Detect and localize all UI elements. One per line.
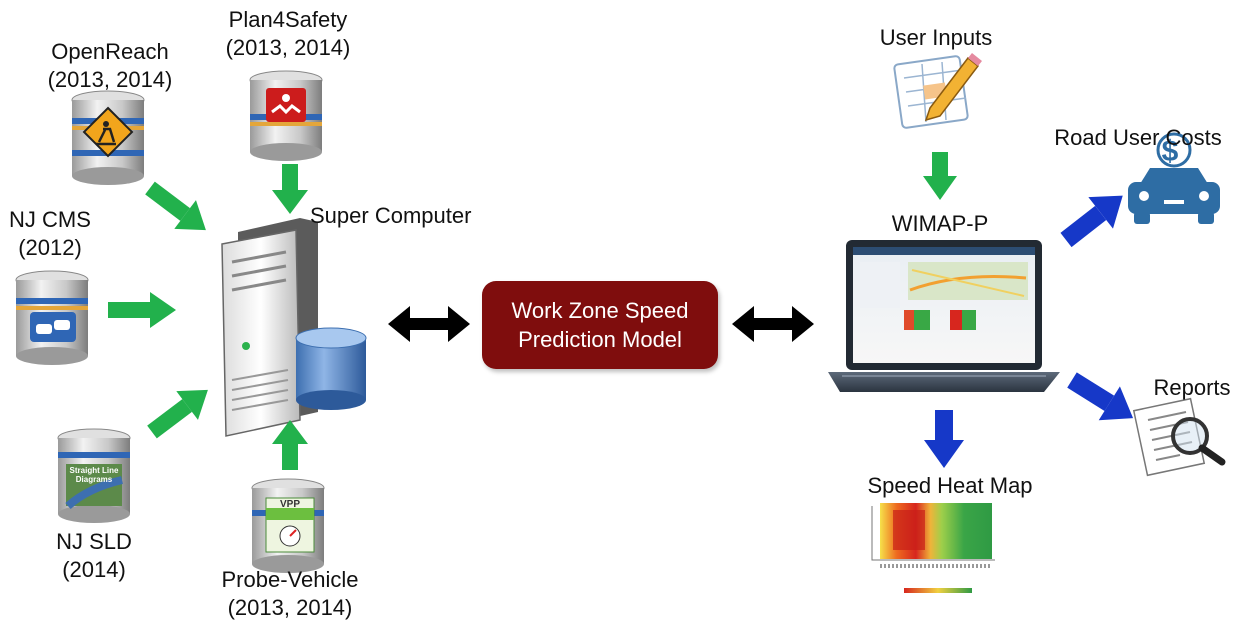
database-icon-njcms [15,270,89,365]
database-icon-njsld: Straight Line Diagrams [57,428,131,523]
database-icon-probe: VPP [251,478,325,573]
njcms-name: NJ CMS [9,207,91,232]
reports-label: Reports [1153,375,1231,400]
road-icon [65,476,123,510]
arrow-server-model-bidirectional [388,306,470,342]
arrow-njsld-to-server [147,389,208,439]
database-cylinder-icon [295,327,367,410]
arrow-probe-to-server [272,420,308,470]
vpp-icon-text: VPP [280,499,300,510]
arrow-njcms-to-server [108,292,176,328]
report-magnifier-icon [1132,397,1226,477]
model-line-2: Prediction Model [518,327,682,352]
njcms-years: (2012) [18,235,82,260]
road-user-costs-label: Road User Costs [1054,125,1222,150]
supercomputer-label: Super Computer [310,203,472,228]
plan4safety-label: Plan4Safety (2013, 2014) [208,6,368,62]
wimap-label: WIMAP-P [891,211,989,236]
arrow-plan4safety-to-server [272,164,308,214]
njsld-name: NJ SLD [56,529,132,554]
database-icon-plan4safety [249,70,323,161]
openreach-name: OpenReach [51,39,169,64]
server-icon [221,218,367,437]
arrow-laptop-to-costs [1060,195,1123,248]
plan4safety-name: Plan4Safety [228,7,348,32]
traffic-cars-icon [36,320,70,334]
plan4safety-years: (2013, 2014) [225,35,351,60]
database-icon-openreach [71,90,145,185]
openreach-years: (2013, 2014) [47,67,173,92]
arrow-laptop-to-reports [1067,372,1134,421]
speed-heat-map-thumbnail [871,503,995,593]
probe-label: Probe-Vehicle (2013, 2014) [200,566,380,622]
arrow-openreach-to-server [145,181,206,231]
speed-heat-map-label: Speed Heat Map [867,473,1033,498]
njsld-years: (2014) [62,557,126,582]
laptop-icon [828,240,1060,392]
user-inputs-label: User Inputs [879,25,993,50]
green-arrows [108,152,957,470]
blue-arrows [924,195,1134,468]
model-line-1: Work Zone Speed [511,298,689,323]
probe-years: (2013, 2014) [227,595,353,620]
spreadsheet-pencil-icon [893,53,982,129]
dollar-sign: $ [1162,135,1179,168]
black-arrows [388,306,814,342]
njsld-label: NJ SLD (2014) [44,528,144,584]
arrow-userinputs-to-wimap [923,152,957,200]
arrow-model-laptop-bidirectional [732,306,814,342]
car-cost-icon [1128,132,1220,224]
sld-icon-text: Straight Line [70,466,119,475]
njcms-label: NJ CMS (2012) [0,206,100,262]
prediction-model-box: Work Zone Speed Prediction Model [482,281,718,369]
openreach-label: OpenReach (2013, 2014) [30,38,190,94]
arrow-laptop-to-heatmap [924,410,964,468]
crash-icon [266,88,306,122]
probe-name: Probe-Vehicle [221,567,359,592]
sld-icon-text-2: Diagrams [76,475,113,484]
